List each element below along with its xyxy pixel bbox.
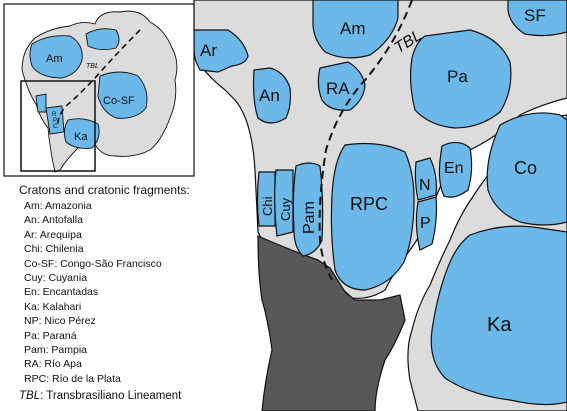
label-n: N [419,177,431,194]
legend-item: Co-SF: Congo-São Francisco [24,257,162,270]
craton-cuy [274,169,294,237]
label-en: En [444,160,464,177]
craton-ra [317,61,366,111]
legend-note-abbr: TBL [19,390,41,403]
inset-tbl-lineament [56,29,141,129]
legend-item: Am: Amazonia [24,200,92,212]
craton-sf [507,0,567,37]
legend-title: Cratons and cratonic fragments: [19,183,190,197]
inset-label-tbl: TBL [86,63,99,70]
inset-label-ka: Ka [74,131,88,143]
craton-co [486,112,567,226]
legend-item: Cuy: Cuyania [24,272,88,285]
label-co: Co [514,158,537,178]
inset-craton-rpc [45,105,65,135]
inset-craton-sf [85,28,120,51]
legend-item: Pa: Paraná [24,329,77,342]
craton-ka [430,225,567,406]
inset-label-c: C [53,124,58,130]
legend-item: Ka: Kalahari [24,300,82,313]
inset-craton-small [35,93,47,113]
inset-highlight-box [20,80,96,172]
legend-item: RPC: Río de la Plata [24,372,121,385]
inset-label-am: Am [46,53,63,65]
label-ra: RA [326,79,350,98]
inset-label-r: R [52,112,57,118]
legend: Cratons and cratonic fragments: Am: Amaz… [19,183,199,404]
craton-en [438,141,473,198]
legend-list: Am: Amazonia An: Antofalla Ar: Arequipa … [19,199,199,386]
label-chi: Chi [260,196,275,216]
craton-pa [409,29,512,129]
label-rpc: RPC [350,194,388,214]
legend-item: Chi: Chilenia [24,243,84,256]
craton-rpc [330,142,415,291]
craton-am [312,0,399,59]
main-map: Ar An Am RA TBL SF Pa Chi Cuy Pam RPC N … [193,0,567,411]
craton-chi [256,171,276,227]
inset-craton-ka [63,118,100,149]
label-pa: Pa [447,67,468,86]
inset-label-co-sf: Co-SF [103,95,135,107]
inset-craton-am [29,35,83,79]
legend-item: An: Antofalla [24,214,83,227]
label-am: Am [340,19,366,38]
label-p: P [420,215,431,232]
inset-label-p: P [53,118,57,124]
tbl-lineament [318,0,413,281]
inset-map: Am TBL Co-SF Ka R P C [3,3,195,177]
craton-ar [193,29,249,73]
legend-item: Ar: Arequipa [24,228,82,241]
craton-an [252,67,292,124]
legend-item: En: Encantadas [24,286,99,299]
legend-item: NP: Nico Pérez [24,315,96,328]
legend-item: RA: Río Apa [24,358,82,371]
craton-pam [292,162,324,257]
label-cuy: Cuy [278,197,293,221]
legend-note-text: : Transbrasiliano Lineament [40,390,182,403]
legend-item: Pam: Pampia [24,344,88,357]
label-an: An [259,86,280,105]
label-ar: Ar [200,41,217,60]
legend-note: TBL: Transbrasiliano Lineament [19,389,199,404]
inset-craton-co-sf [97,71,148,119]
label-ka: Ka [487,314,512,336]
label-pam: Pam [301,201,318,234]
craton-p [415,196,438,251]
craton-n [414,157,437,201]
label-sf: SF [524,6,546,25]
